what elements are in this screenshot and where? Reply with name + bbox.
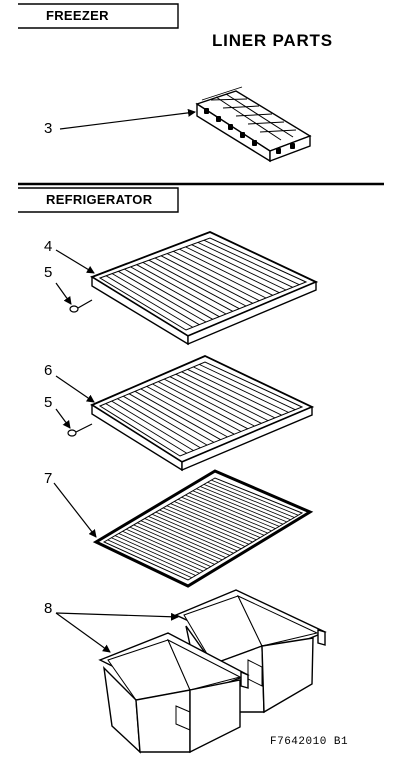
crisper-cover [92,469,314,588]
cover-rib [126,528,211,567]
cover-rib [122,530,208,570]
shelf-wire [154,257,247,307]
freezer-section-label: FREEZER [46,8,109,23]
cover-rib [155,511,242,550]
cover-rib [144,518,230,556]
shelf-wire [111,400,194,451]
crisper-drawer-back [174,589,327,714]
cover-rib [196,488,284,525]
callout-clip-top: 5 [44,264,53,281]
shelf-wire [140,388,228,438]
shelf-wire [142,262,233,312]
cover-rib [203,484,291,521]
shelf-wire [163,378,255,427]
cover-rib [133,524,219,563]
shelf-wire [136,264,227,315]
shelf-wire [160,255,253,304]
callout-crisper-drawers: 8 [44,600,53,617]
shelf-wire [118,270,207,323]
shelf-wire [187,368,282,416]
shelf-wire [173,250,267,299]
callout-shelf-middle: 6 [44,362,53,379]
shelf-wire [148,259,240,310]
cover-rib [166,505,253,543]
diagram-id: F7642010 B1 [270,736,349,748]
shelf-wire [152,383,242,432]
cover-rib [192,490,280,527]
shelf-wire [191,244,287,291]
callout-ice-tray: 3 [44,120,53,137]
cover-rib [200,486,287,523]
shelf-top [69,231,319,346]
cover-rib [129,526,215,565]
cover-rib [163,507,249,545]
cover-rib [114,535,200,574]
shelf-wire [197,241,293,288]
cover-rib [159,509,246,547]
shelf-wire [128,393,215,443]
shelf-wire [105,275,193,328]
leader-lines [53,108,196,653]
cover-rib [118,533,204,572]
shelf-wire [203,239,300,286]
shelf-wire [166,253,260,302]
shelf-wire [179,248,273,296]
cover-rib [174,501,261,538]
cover-rib [148,516,234,554]
shelf-wire [175,373,269,422]
shelf-wire [199,363,296,411]
cover-rib [181,496,268,534]
shelf-wire [124,268,213,320]
freezer-label-frame [18,3,179,29]
shelf-middle [67,355,315,472]
callout-crisper-cover: 7 [44,470,53,487]
shelf-wire [105,403,188,454]
shelf-wire [146,386,235,435]
cover-rib [170,503,257,541]
cover-rib [207,481,295,518]
shelf-wire [134,390,221,441]
callout-clip-middle: 5 [44,394,53,411]
cover-rib [177,498,265,536]
shelf-wire [169,376,262,424]
refrigerator-label-frame [18,187,179,213]
shelf-wire [111,273,200,326]
shelf-wire [158,381,249,430]
shelf-wire [181,371,276,419]
cover-rib [188,492,276,529]
cover-rib [185,494,272,532]
shelf-wire [117,398,201,449]
cover-rib [151,513,238,552]
callout-shelf-top: 4 [44,238,53,255]
ice-tray [195,86,312,163]
cover-rib [107,539,192,579]
shelf-wire [123,395,208,446]
shelf-wire [185,246,280,294]
cover-rib [137,522,223,561]
refrigerator-section-label: REFRIGERATOR [46,192,153,207]
shelf-wire [193,366,289,413]
crisper-drawer-front [98,632,250,754]
cover-rib [140,520,227,559]
cover-rib [211,479,299,516]
shelf-wire [130,266,220,318]
cover-rib [111,537,196,576]
diagram-title: LINER PARTS [212,31,333,50]
